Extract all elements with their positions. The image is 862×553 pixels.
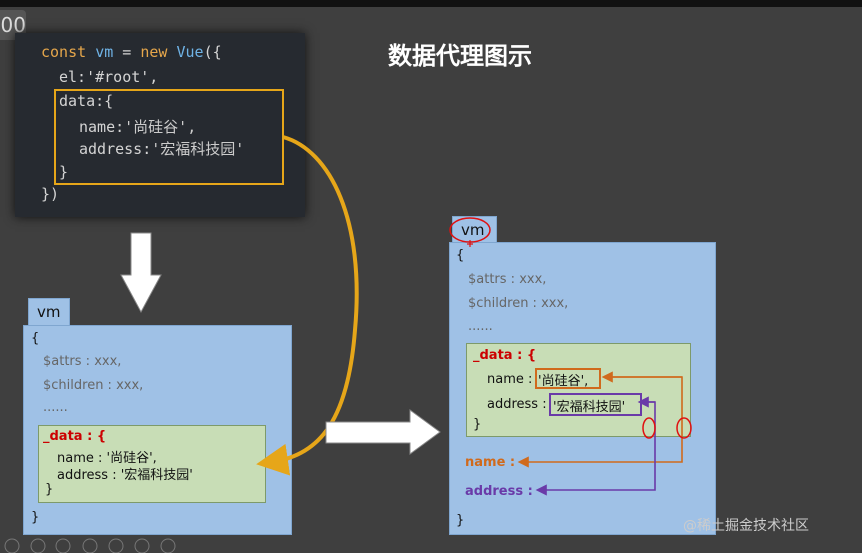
name-key: name: [79,118,125,136]
right-close-brace: } [456,513,465,528]
left-attrs: $attrs : xxx, [43,354,122,369]
proxy-address-label: address : [465,484,533,499]
name-value: '尚硅谷', [124,118,197,136]
left-inner-close: } [45,482,54,497]
left-data-label: _data : { [43,429,107,444]
left-open-brace: { [31,331,40,346]
right-attrs: $attrs : xxx, [468,272,547,287]
left-vm-tab: vm [28,298,70,326]
vm-circle-annotation [449,217,491,243]
left-close-brace: } [31,510,40,525]
right-address-key: address : [487,397,551,412]
right-data-label: _data : { [473,348,537,363]
right-open-brace: { [456,248,465,263]
right-children: $children : xxx, [468,296,569,311]
top-bar [0,0,862,7]
right-inner-close: } [473,417,482,432]
getter-circle-annotation [642,417,656,439]
right-vm-tab-label: vm [461,221,485,239]
vue-class: Vue [176,43,204,61]
paren-open: ({ [203,43,222,61]
left-vm-tab-label: vm [37,303,61,321]
left-vm-box: { $attrs : xxx, $children : xxx, ...... … [23,325,292,535]
code-line-2: el:'#root', [59,68,159,86]
address-value: '宏福科技园' [151,140,245,158]
data-flow-arrow [256,135,359,476]
page-title: 数据代理图示 [388,42,532,70]
down-arrow-icon [120,232,162,314]
right-address-value: '宏福科技园' [553,400,626,415]
setter-circle-annotation [676,417,692,439]
vm-variable: vm [95,43,114,61]
right-dots: ...... [468,319,493,334]
name-proxy-connector [517,376,683,468]
player-controls [4,538,176,553]
right-name-value: '尚硅谷', [538,374,589,389]
watermark: @稀土掘金技术社区 [683,518,809,534]
code-line-1: const vm = new Vue({ [41,43,222,61]
left-dots: ...... [43,400,68,415]
code-line-5: address:'宏福科技园' [79,138,244,159]
left-name-row: name : '尚硅谷', [57,451,157,466]
address-proxy-connector [535,401,656,496]
new-keyword: new [140,43,177,61]
right-name-key: name : [487,372,537,387]
left-data-box: _data : { name : '尚硅谷', address : '宏福科技园… [38,425,266,503]
right-arrow-icon [325,409,441,455]
address-key: address: [79,140,152,158]
left-children: $children : xxx, [43,378,144,393]
code-line-4: name:'尚硅谷', [79,116,196,137]
left-address-row: address : '宏福科技园' [57,468,193,483]
proxy-name-label: name : [465,455,516,470]
assign-op: = [113,43,141,61]
code-line-7: }) [41,185,60,203]
name-value-highlight: '尚硅谷', [535,368,601,389]
const-keyword: const [41,43,96,61]
code-block: const vm = new Vue({ el:'#root', data:{ … [15,33,305,217]
code-line-3: data:{ [59,92,114,110]
code-line-6: } [59,163,69,181]
